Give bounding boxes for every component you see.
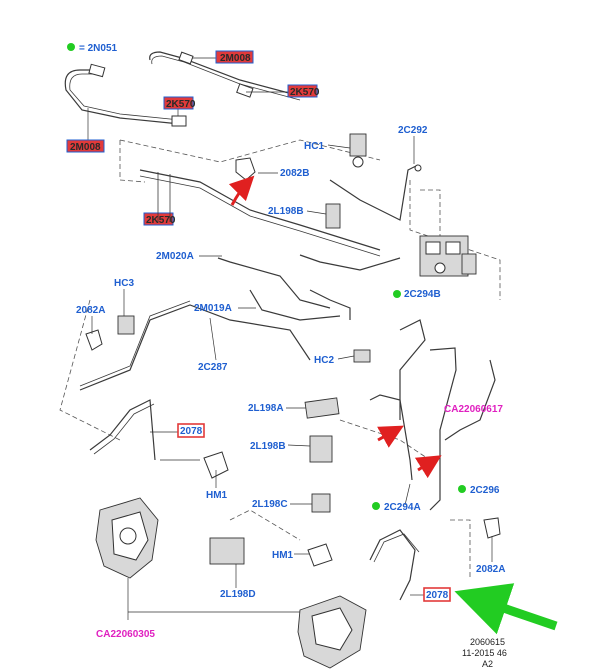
bracket-2082b [235,157,256,181]
label-2078-left: 2078 [180,426,203,437]
callout-text-5: 2K570 [146,215,176,226]
callout-text-4: 2M008 [70,142,101,153]
red-arrow-2 [377,425,404,448]
label-2m020a: 2M020A [156,251,194,262]
footer-reference: 2060615 11-2015 46 A2 [462,637,507,669]
part-labels: HC1 2C292 2082B 2L198B 2M020A HC3 2C294B… [76,125,505,640]
label-2082a-left: 2082A [76,305,105,316]
label-ca-right: CA22060617 [444,404,503,415]
clip-2l198b-mid [309,435,333,463]
label-2078-right: 2078 [426,590,449,601]
footer-line-3: A2 [482,659,493,669]
label-hc1: HC1 [304,141,324,152]
label-2c294b: 2C294B [404,289,441,300]
label-2l198c: 2L198C [252,499,288,510]
clip-2l198b-top [325,203,341,229]
footer-line-2: 11-2015 46 [462,648,507,658]
leader-lines [91,136,493,620]
callout-text-3: 2K570 [166,99,196,110]
pipe-2c294b [399,319,426,420]
fitting-top-3 [88,63,106,78]
caliper-right [297,595,367,669]
bracket-2082a-right [483,517,501,539]
red-arrow-1 [228,175,255,206]
label-2082b: 2082B [280,168,309,179]
pipe-top-left [64,69,181,125]
label-2l198d: 2L198D [220,589,256,600]
brake-hoses [89,399,420,601]
bracket-hm1-right [307,543,333,567]
pipe-2c296 [444,359,496,441]
pipe-2l198a [369,394,413,481]
label-2l198b-mid: 2L198B [250,441,286,452]
label-2l198a: 2L198A [248,403,284,414]
connector-hc2 [353,349,371,363]
callout-text-1: 2M008 [220,53,251,64]
fitting-top-1 [178,51,194,65]
green-dot-2c296 [458,485,466,493]
pipe-upper-right [299,254,401,271]
red-arrows [228,175,442,479]
hose-right [369,529,416,601]
callout-box-5 [143,212,174,226]
red-arrow-3 [414,455,442,479]
hc1-connector [349,133,367,157]
label-ca-left: CA22060305 [96,629,155,640]
label-2082a-right: 2082A [476,564,505,575]
bracket-hm1-left [203,451,229,479]
label-2c296: 2C296 [470,485,500,496]
pipe-right-vertical [429,347,457,511]
caliper-left [95,497,159,579]
clip-2l198c [311,493,331,513]
pipe-long-left [79,304,311,391]
legend-green-dot [67,43,75,51]
callout-text-2: 2K570 [290,87,320,98]
box-2078-right [423,587,451,602]
label-2c287: 2C287 [198,362,228,373]
red-callouts: 2M008 2K570 2K570 2M008 2K570 [66,50,320,226]
top-pipe-group [64,51,301,146]
clip-hc3 [117,315,135,335]
pipe-2m020a [217,257,331,309]
legend: = 2N051 [67,43,118,54]
hydraulic-unit [419,235,477,277]
fitting-top-4 [171,115,187,127]
callout-box-3 [163,96,194,110]
green-dot-2c294a [372,502,380,510]
box-2078-left [177,423,205,438]
green-arrow [454,583,558,635]
pipe-mid-s [309,289,351,320]
pipe-2m019a [249,289,341,321]
clip-2l198a [304,397,340,419]
green-dot-2c294b [393,290,401,298]
callout-box-4 [66,139,105,153]
label-hc2: HC2 [314,355,334,366]
callout-box-2 [287,84,318,98]
fitting-top-2 [236,83,254,98]
pipe-top-right [149,51,301,97]
legend-text: = 2N051 [79,43,118,54]
label-hm1-left: HM1 [206,490,228,501]
label-2l198b-top: 2L198B [268,206,304,217]
hose-left [89,399,156,461]
label-2c294a: 2C294A [384,502,421,513]
pipe-2c292 [329,164,419,221]
label-2c292: 2C292 [398,125,428,136]
clip-2l198d [209,537,245,565]
bracket-2082a-left [85,329,103,351]
callout-box-1 [215,50,254,64]
label-2m019a: 2M019A [194,303,232,314]
middle-pipe-group [79,164,496,511]
label-hm1-right: HM1 [272,550,294,561]
footer-line-1: 2060615 [470,637,505,647]
pipe-main-1 [139,169,381,251]
component-group [85,133,501,567]
label-hc3: HC3 [114,278,134,289]
